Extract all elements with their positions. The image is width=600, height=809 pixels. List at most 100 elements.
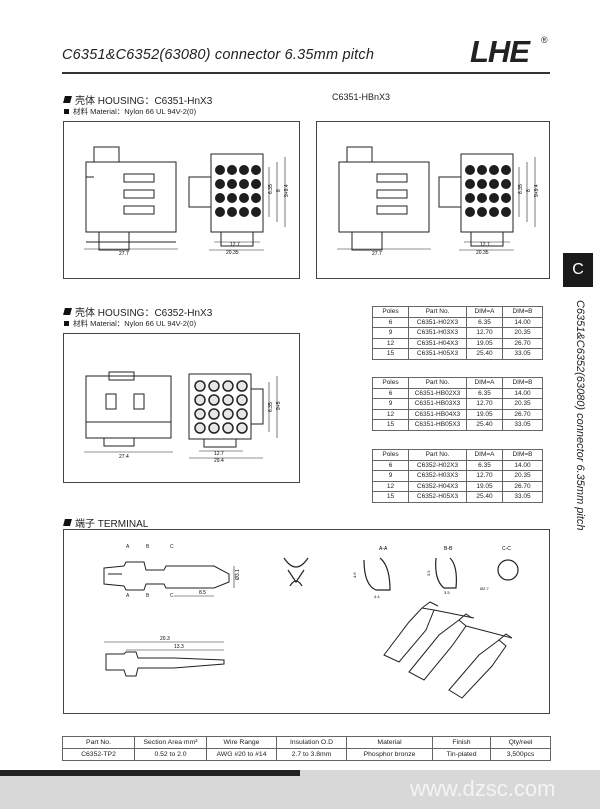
- table-cell: Material: [346, 736, 433, 749]
- dim-w2: 20.35: [226, 250, 239, 256]
- table-cell: 14.00: [502, 459, 543, 471]
- housing2-material: 材料 Material：Nylon 66 UL 94V-2(0): [73, 319, 197, 328]
- table-cell: DIM=A: [466, 377, 503, 389]
- bullet-icon: [63, 519, 72, 526]
- table-cell: 19.05: [466, 337, 503, 349]
- table-cell: Qty/reel: [490, 736, 551, 749]
- watermark-stripe: [0, 770, 300, 776]
- table-cell: 12.70: [466, 398, 503, 410]
- table-cell: Insulation O.D: [276, 736, 347, 749]
- terminal-side-view: [105, 651, 225, 677]
- table-cell: C6351-HB02X3: [408, 387, 467, 399]
- housing1-side-view: [85, 146, 177, 251]
- bullet-icon: [63, 308, 72, 315]
- terminal-heading-row: 端子 TERMINAL: [63, 515, 149, 530]
- dim-h2: 9+5: [276, 401, 282, 410]
- section-aa-shape: [363, 557, 391, 591]
- table-cell: DIM=B: [502, 306, 543, 318]
- housing1b-front-view: [438, 153, 514, 247]
- bullet-icon: [64, 321, 69, 326]
- dim-d5: 4.4: [374, 594, 380, 599]
- table-cell: 14.00: [502, 387, 543, 399]
- table-cell: 14.00: [502, 316, 543, 328]
- table-cell: DIM=A: [466, 306, 503, 318]
- table-cell: 6: [372, 459, 409, 471]
- housing2-material-row: 材料 Material：Nylon 66 UL 94V-2(0): [64, 318, 196, 329]
- housing1b-drawing-svg: 27.7 12.7 20.35 6.35 8 9+9.4: [337, 146, 540, 257]
- section-bb-shape: [435, 557, 457, 589]
- table-cell: 19.05: [466, 408, 503, 420]
- dim-d6: 3.5: [426, 570, 431, 576]
- dim-h3: 9+9.4: [284, 184, 290, 197]
- housing1b-contact-grid: [465, 165, 511, 217]
- dim-h3: 9+9.4: [534, 184, 540, 197]
- table-cell: Part No.: [408, 449, 467, 461]
- housing1-contact-grid: [215, 165, 261, 217]
- housing1-alt-part: C6351-HBnX3: [332, 92, 391, 102]
- table-cell: 15: [372, 491, 409, 503]
- housing2-heading: 壳体 HOUSING：C6352-HnX3: [75, 308, 213, 319]
- housing2-side-view: [85, 371, 172, 447]
- table-cell: Poles: [372, 306, 409, 318]
- brand-logo: LHE: [470, 34, 530, 69]
- table-cell: C6351-H04X3: [408, 337, 467, 349]
- table-cell: Section Area mm²: [134, 736, 207, 749]
- table-cell: DIM=B: [502, 377, 543, 389]
- dim-d7: 3.5: [444, 590, 450, 595]
- housing1-front-view: [188, 153, 264, 247]
- housing1-material: 材料 Material：Nylon 66 UL 94V-2(0): [73, 107, 197, 116]
- dim-w1: 12.7: [214, 451, 224, 457]
- watermark-bar: [0, 770, 600, 809]
- housing2-contact-grid: [194, 380, 248, 434]
- section-cc-shape: [497, 559, 519, 581]
- table-cell: 26.70: [502, 337, 543, 349]
- dim-d8: Ø2.7: [480, 586, 489, 591]
- housing1-material-row: 材料 Material：Nylon 66 UL 94V-2(0): [64, 106, 196, 117]
- table-cell: AWG #20 to #14: [206, 748, 277, 761]
- table-cell: 6: [372, 387, 409, 399]
- table-cell: C6352-H05X3: [408, 491, 467, 503]
- table-cell: Finish: [432, 736, 491, 749]
- table-cell: 12: [372, 408, 409, 420]
- dim-bottom: 27.7: [372, 251, 382, 257]
- label-a2: A: [126, 593, 130, 599]
- dim-bottom: 27.7: [119, 251, 129, 257]
- dim-d4: 4.6: [352, 572, 357, 578]
- dim-h1: 6.35: [268, 402, 274, 412]
- table-cell: C6352-H02X3: [408, 459, 467, 471]
- table-cell: 20.35: [502, 470, 543, 482]
- terminal-heading: 端子 TERMINAL: [75, 519, 149, 530]
- table-cell: 33.05: [502, 419, 543, 431]
- bullet-icon: [63, 96, 72, 103]
- housing2-front-view: [188, 373, 264, 448]
- table-cell: 20.35: [502, 327, 543, 339]
- dim-h1: 6.35: [268, 184, 274, 194]
- housing2-drawing-svg: 27.4 12.7 29.4 6.35 9+5: [84, 371, 282, 464]
- bullet-icon: [64, 109, 69, 114]
- housing1-drawing-svg: 27.7 12.7 20.35 6.35 8 9+9.4: [84, 146, 290, 257]
- table-cell: 26.70: [502, 408, 543, 420]
- table-cell: C6351-H02X3: [408, 316, 467, 328]
- table-cell: 6.35: [466, 459, 503, 471]
- table-cell: C6352-H04X3: [408, 480, 467, 492]
- label-c2: C: [170, 593, 174, 599]
- terminal-drawing: A B C A B C Ø3.1 8.5 20.3 13.3 A-: [63, 529, 550, 714]
- label-cc: C-C: [502, 546, 511, 552]
- dim-w1: 12.7: [230, 242, 240, 248]
- table-cell: 25.40: [466, 491, 503, 503]
- table-cell: Part No.: [62, 736, 135, 749]
- table-cell: 25.40: [466, 348, 503, 360]
